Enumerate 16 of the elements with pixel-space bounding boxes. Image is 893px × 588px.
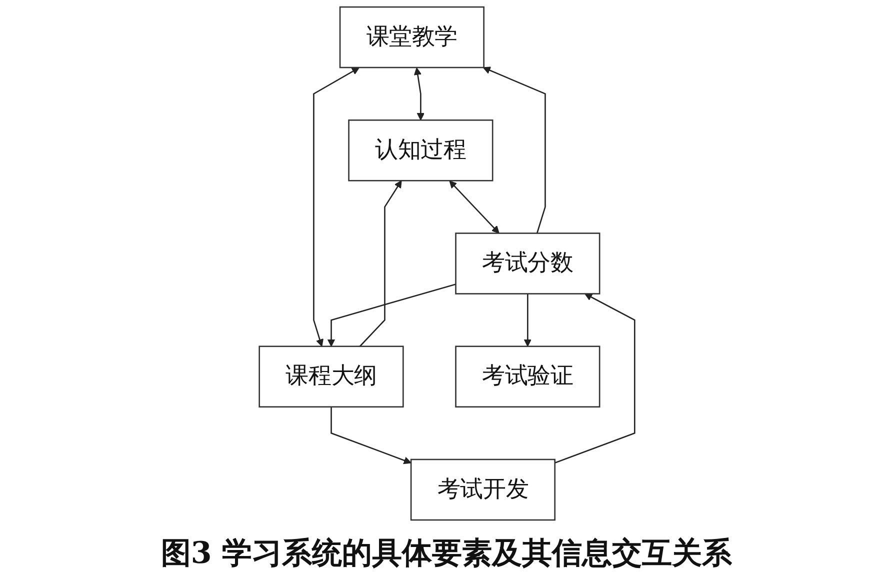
arrow [554,293,635,464]
arrow [448,180,499,234]
arrow [482,66,546,234]
node-box: 课程大纲 [258,346,404,408]
arrow [312,67,359,347]
arrow [523,294,532,347]
arrow [330,406,411,464]
node-box: 考试验证 [454,346,600,408]
arrow [326,284,456,347]
arrow [358,180,402,347]
node-box: 认知过程 [348,119,493,182]
node-box: 考试分数 [454,232,600,294]
node-box: 考试开发 [410,458,556,521]
figure-caption: 图3 学习系统的具体要素及其信息交互关系 [160,535,732,573]
arrow [413,68,424,120]
node-box: 课堂教学 [338,6,484,68]
